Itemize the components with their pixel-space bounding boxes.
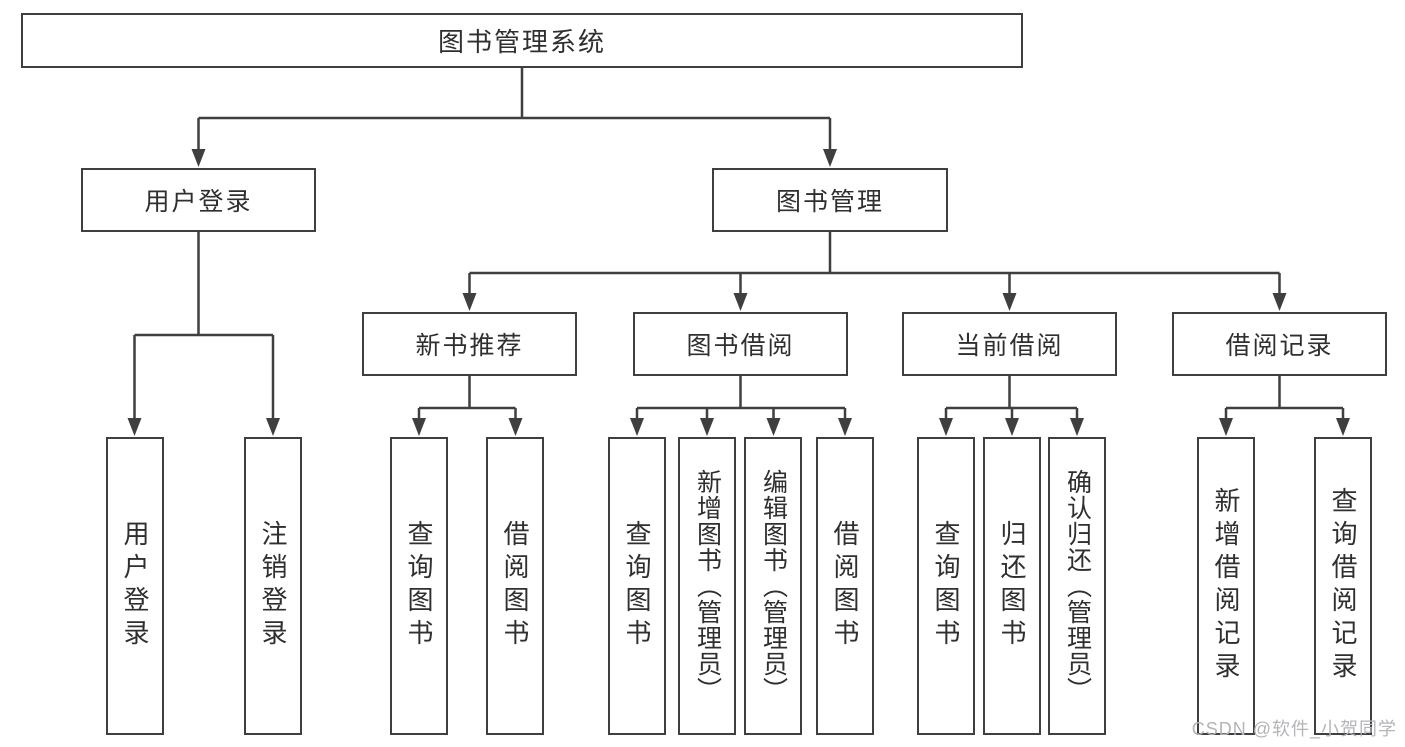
leaf-query-borrow-record: 查询借阅记录 [1314, 437, 1372, 735]
leaf-add-books-admin-label: 新增图书（管理员） [693, 469, 722, 703]
leaf-return-books-label: 归还图书 [997, 520, 1027, 652]
leaf-query-books-1-label: 查询图书 [404, 520, 434, 652]
leaf-borrow-books-2-label: 借阅图书 [830, 520, 860, 652]
leaf-query-books-2-label: 查询图书 [622, 520, 652, 652]
node-user-login: 用户登录 [81, 168, 316, 232]
leaf-confirm-return-admin-label: 确认归还（管理员） [1063, 469, 1092, 703]
leaf-query-books-2: 查询图书 [608, 437, 666, 735]
leaf-borrow-books-2: 借阅图书 [816, 437, 874, 735]
leaf-add-books-admin: 新增图书（管理员） [678, 437, 736, 735]
leaf-user-login-label: 用户登录 [120, 520, 150, 652]
leaf-confirm-return-admin: 确认归还（管理员） [1048, 437, 1106, 735]
leaf-borrow-books-1-label: 借阅图书 [500, 520, 530, 652]
leaf-user-login: 用户登录 [106, 437, 164, 735]
node-root-label: 图书管理系统 [437, 27, 606, 57]
node-borrow-records: 借阅记录 [1172, 312, 1387, 376]
node-book-management-label: 图书管理 [775, 188, 884, 216]
node-root-system: 图书管理系统 [21, 13, 1023, 68]
leaf-query-borrow-record-label: 查询借阅记录 [1328, 487, 1358, 685]
leaf-query-books-3: 查询图书 [917, 437, 975, 735]
leaf-return-books: 归还图书 [983, 437, 1041, 735]
leaf-edit-books-admin: 编辑图书（管理员） [744, 437, 802, 735]
node-new-book-recommend: 新书推荐 [362, 312, 577, 376]
node-user-login-label: 用户登录 [144, 188, 253, 216]
leaf-add-borrow-record-label: 新增借阅记录 [1211, 487, 1241, 685]
node-book-management: 图书管理 [712, 168, 948, 232]
node-book-borrow-label: 图书借阅 [686, 332, 795, 360]
node-new-book-recommend-label: 新书推荐 [415, 332, 524, 360]
node-book-borrow: 图书借阅 [633, 312, 848, 376]
node-borrow-records-label: 借阅记录 [1225, 332, 1334, 360]
node-current-borrow: 当前借阅 [902, 312, 1117, 376]
leaf-add-borrow-record: 新增借阅记录 [1197, 437, 1255, 735]
leaf-edit-books-admin-label: 编辑图书（管理员） [759, 469, 788, 703]
node-current-borrow-label: 当前借阅 [955, 332, 1064, 360]
leaf-borrow-books-1: 借阅图书 [486, 437, 544, 735]
csdn-watermark: CSDN @软件_小贺同学 [1191, 719, 1397, 739]
leaf-query-books-1: 查询图书 [390, 437, 448, 735]
leaf-logout: 注销登录 [244, 437, 302, 735]
leaf-query-books-3-label: 查询图书 [931, 520, 961, 652]
leaf-logout-label: 注销登录 [258, 520, 288, 652]
